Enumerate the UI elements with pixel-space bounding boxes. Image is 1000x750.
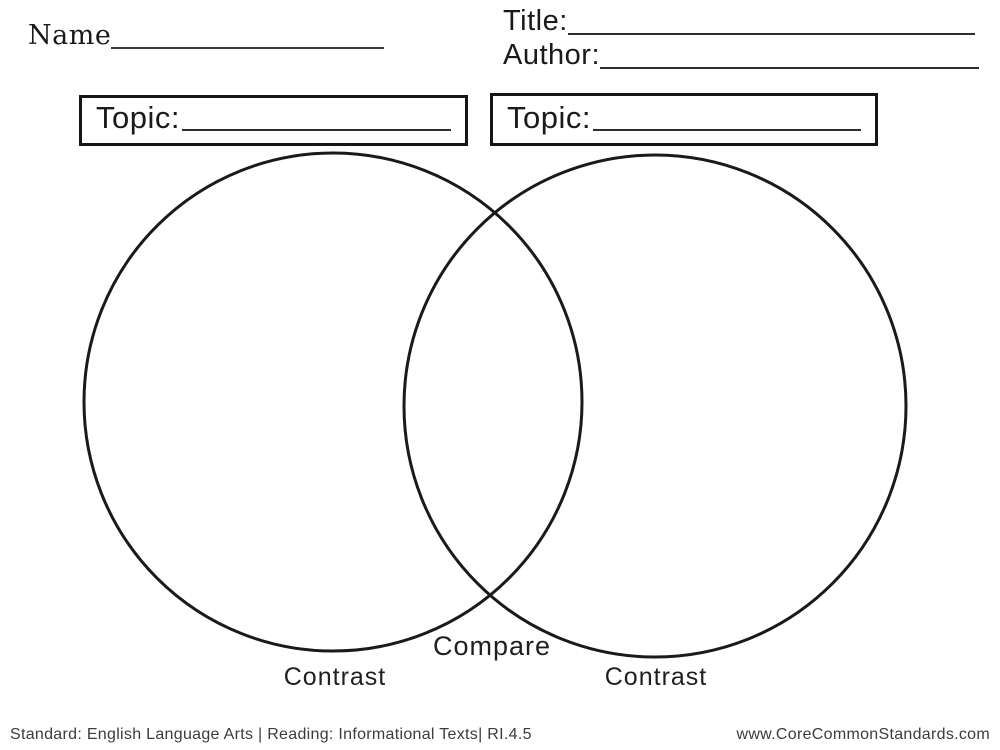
footer-website-link: www.CoreCommonStandards.com <box>736 726 990 743</box>
author-label: Author: <box>503 39 600 71</box>
venn-circle-right <box>402 153 908 659</box>
name-fill-line[interactable] <box>111 47 384 49</box>
title-field: Title: <box>503 5 975 38</box>
topic-left-fill-line[interactable] <box>181 129 451 131</box>
footer-standard-text: Standard: English Language Arts | Readin… <box>10 726 532 743</box>
compare-label: Compare <box>432 631 552 661</box>
author-fill-line[interactable] <box>600 67 979 69</box>
topic-box-left: Topic: <box>79 95 468 146</box>
topic-right-fill-line[interactable] <box>592 129 861 131</box>
topic-box-right: Topic: <box>490 93 878 146</box>
name-label: Name <box>28 20 112 51</box>
name-field: Name <box>28 20 384 51</box>
author-field: Author: <box>503 39 979 72</box>
venn-circle-left <box>82 151 584 653</box>
title-fill-line[interactable] <box>567 33 975 35</box>
title-label: Title: <box>503 5 568 37</box>
topic-right-label: Topic: <box>507 100 591 135</box>
topic-left-label: Topic: <box>96 100 180 135</box>
contrast-label-left: Contrast <box>283 663 387 691</box>
contrast-label-right: Contrast <box>604 663 708 691</box>
